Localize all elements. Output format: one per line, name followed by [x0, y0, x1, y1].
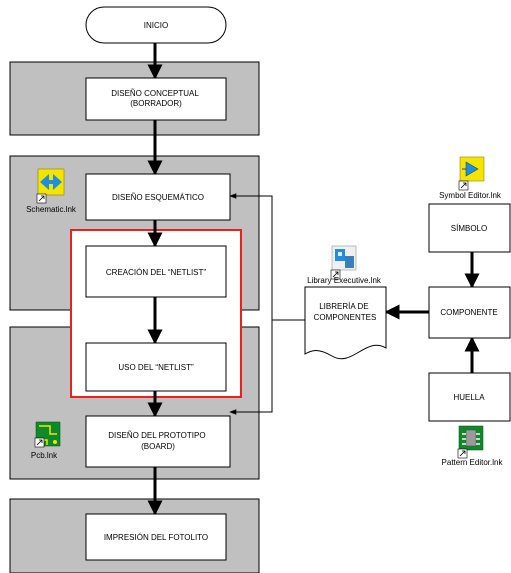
- node-huella: [428, 372, 511, 422]
- node-uso-netlist-label: USO DEL “NETLIST”: [118, 363, 194, 372]
- node-huella-label: HUELLA: [453, 393, 485, 402]
- pattern-editor-shortcut-label[interactable]: Pattern Editor.lnk: [442, 458, 504, 467]
- pattern-editor-shortcut-icon[interactable]: [457, 425, 484, 459]
- library-executive-shortcut-label[interactable]: Library Executive.lnk: [307, 276, 382, 285]
- pcb-shortcut-label[interactable]: Pcb.lnk: [31, 451, 58, 460]
- node-creacion-netlist-label: CREACIÓN DEL “NETLIST”: [106, 268, 206, 277]
- node-inicio-label: INICIO: [144, 21, 168, 30]
- node-libreria-componentes: [304, 286, 387, 360]
- node-diseno-conceptual: [85, 77, 227, 121]
- schematic-shortcut-label[interactable]: Schematic.lnk: [26, 205, 77, 214]
- node-inicio: [85, 6, 227, 44]
- node-impresion-fotolito-label: IMPRESIÓN DEL FOTOLITO: [104, 533, 208, 542]
- node-diseno-prototipo-line1: DISEÑO DEL PROTOTIPO: [108, 431, 205, 440]
- node-creacion-netlist: [85, 245, 227, 298]
- node-libreria-line1: LIBRERÍA DE: [319, 302, 368, 311]
- symbol-editor-shortcut-icon[interactable]: [458, 156, 485, 191]
- node-diseno-esquematico-label: DISEÑO ESQUEMÁTICO: [112, 193, 204, 202]
- svg-text:DISEÑO DEL PROTOTIPO (BOAR: DISEÑO DEL PROTOTIPO (BOARD): [108, 431, 208, 451]
- node-diseno-esquematico: [85, 173, 231, 221]
- symbol-editor-shortcut-label[interactable]: Symbol Editor.lnk: [439, 191, 502, 200]
- node-componente-label: COMPONENTE: [440, 308, 497, 317]
- connector-libreria-to-prototipo: [229, 320, 273, 415]
- node-simbolo: [428, 203, 511, 253]
- schematic-shortcut-icon[interactable]: [36, 168, 65, 204]
- connector-libreria-to-esquematico: [229, 193, 305, 321]
- node-componente: [428, 286, 511, 339]
- node-diseno-conceptual-line1: DISEÑO CONCEPTUAL: [111, 89, 199, 98]
- node-diseno-prototipo-line2: (BOARD): [141, 442, 175, 451]
- pcb-shortcut-icon[interactable]: [34, 421, 61, 448]
- node-uso-netlist: [85, 342, 227, 392]
- node-libreria-line2: COMPONENTES: [314, 313, 377, 322]
- svg-text:LIBRERÍA DE COMPONENTES: LIBRERÍA DE COMPONENTES: [314, 302, 377, 322]
- node-impresion-fotolito: [85, 513, 227, 561]
- svg-text:DISEÑO CONCEPTUAL (BORRADO: DISEÑO CONCEPTUAL (BORRADOR): [111, 89, 201, 108]
- node-diseno-conceptual-line2: (BORRADOR): [130, 99, 182, 108]
- library-executive-shortcut-icon[interactable]: [330, 245, 357, 280]
- node-simbolo-label: SÍMBOLO: [451, 224, 487, 233]
- node-diseno-prototipo: [85, 415, 231, 468]
